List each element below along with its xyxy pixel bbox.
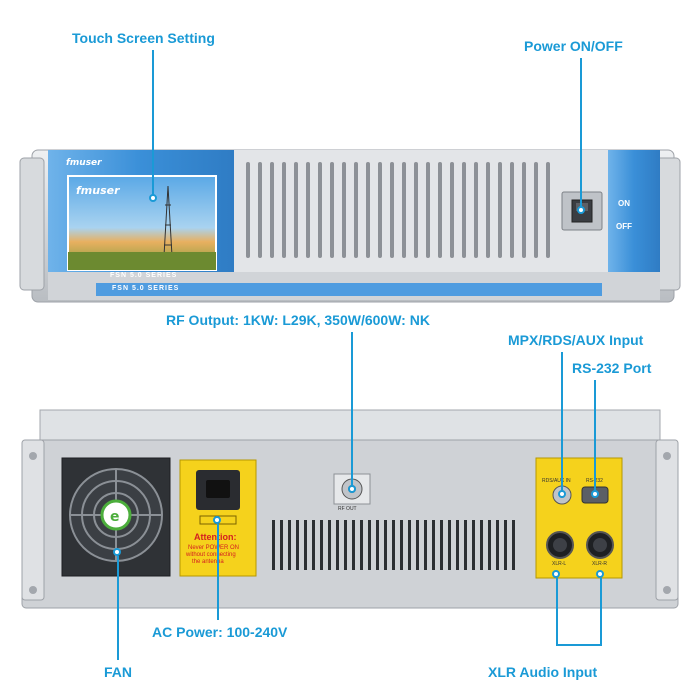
callout-rf-output: RF Output: 1KW: L29K, 350W/600W: NK: [166, 312, 430, 328]
front-left-handle: [19, 157, 45, 291]
callout-power: Power ON/OFF: [524, 38, 623, 54]
leader-mpx: [561, 352, 563, 492]
switch-off-label: OFF: [616, 222, 632, 231]
fan-logo: [100, 499, 132, 531]
leader-dot-mpx: [558, 490, 566, 498]
leader-dot-xlr-left: [552, 570, 560, 578]
leader-dot-power: [577, 206, 585, 214]
attention-line-2: without connecting: [186, 552, 236, 558]
xlr-left-label: XLR-L: [552, 561, 567, 567]
tower-icon: [163, 185, 173, 257]
callout-xlr: XLR Audio Input: [488, 664, 598, 680]
leader-dot-rs232: [591, 490, 599, 498]
callout-mpx: MPX/RDS/AUX Input: [508, 332, 644, 348]
audio-input-panel: [535, 457, 623, 579]
leader-dot-ac-power: [213, 516, 221, 524]
attention-title: Attention:: [194, 532, 237, 542]
rear-vents: [272, 520, 515, 570]
front-bottom-strip: [96, 283, 602, 296]
callout-touch-screen: Touch Screen Setting: [72, 30, 215, 46]
leader-xlr-left: [556, 578, 558, 646]
switch-on-label: ON: [618, 199, 630, 208]
rear-right-handle: [655, 439, 679, 601]
callout-ac-power: AC Power: 100-240V: [152, 624, 288, 640]
series-label-top: FSN 5.0 SERIES: [110, 272, 178, 279]
screen-brand-logo: fmuser: [76, 184, 120, 197]
rf-out-label: RF OUT: [338, 506, 357, 512]
rear-left-handle: [21, 439, 45, 601]
leader-dot-rf-output: [348, 485, 356, 493]
leader-dot-xlr-right: [596, 570, 604, 578]
callout-rs232: RS-232 Port: [572, 360, 652, 376]
mpx-port-label: RDS/AUX IN: [542, 478, 571, 484]
attention-line-3: the antenna: [192, 559, 224, 565]
leader-rf-output: [351, 332, 353, 488]
xlr-right-label: XLR-R: [592, 561, 608, 567]
svg-text:e: e: [110, 509, 120, 525]
leader-xlr-right: [600, 578, 602, 646]
leader-xlr-bridge: [556, 644, 602, 646]
series-label-bottom: FSN 5.0 SERIES: [112, 285, 180, 292]
front-brand-logo: fmuser: [66, 158, 102, 168]
leader-ac-power: [217, 524, 219, 620]
leader-fan: [117, 556, 119, 660]
front-vent-area: [234, 150, 608, 272]
leader-dot-touch-screen: [149, 194, 157, 202]
callout-fan: FAN: [104, 664, 132, 680]
front-vents: [246, 162, 550, 258]
leader-power: [580, 58, 582, 210]
leader-touch-screen: [152, 50, 154, 196]
leader-rs232: [594, 380, 596, 492]
leader-dot-fan: [113, 548, 121, 556]
attention-line-1: Never POWER ON: [188, 545, 240, 551]
